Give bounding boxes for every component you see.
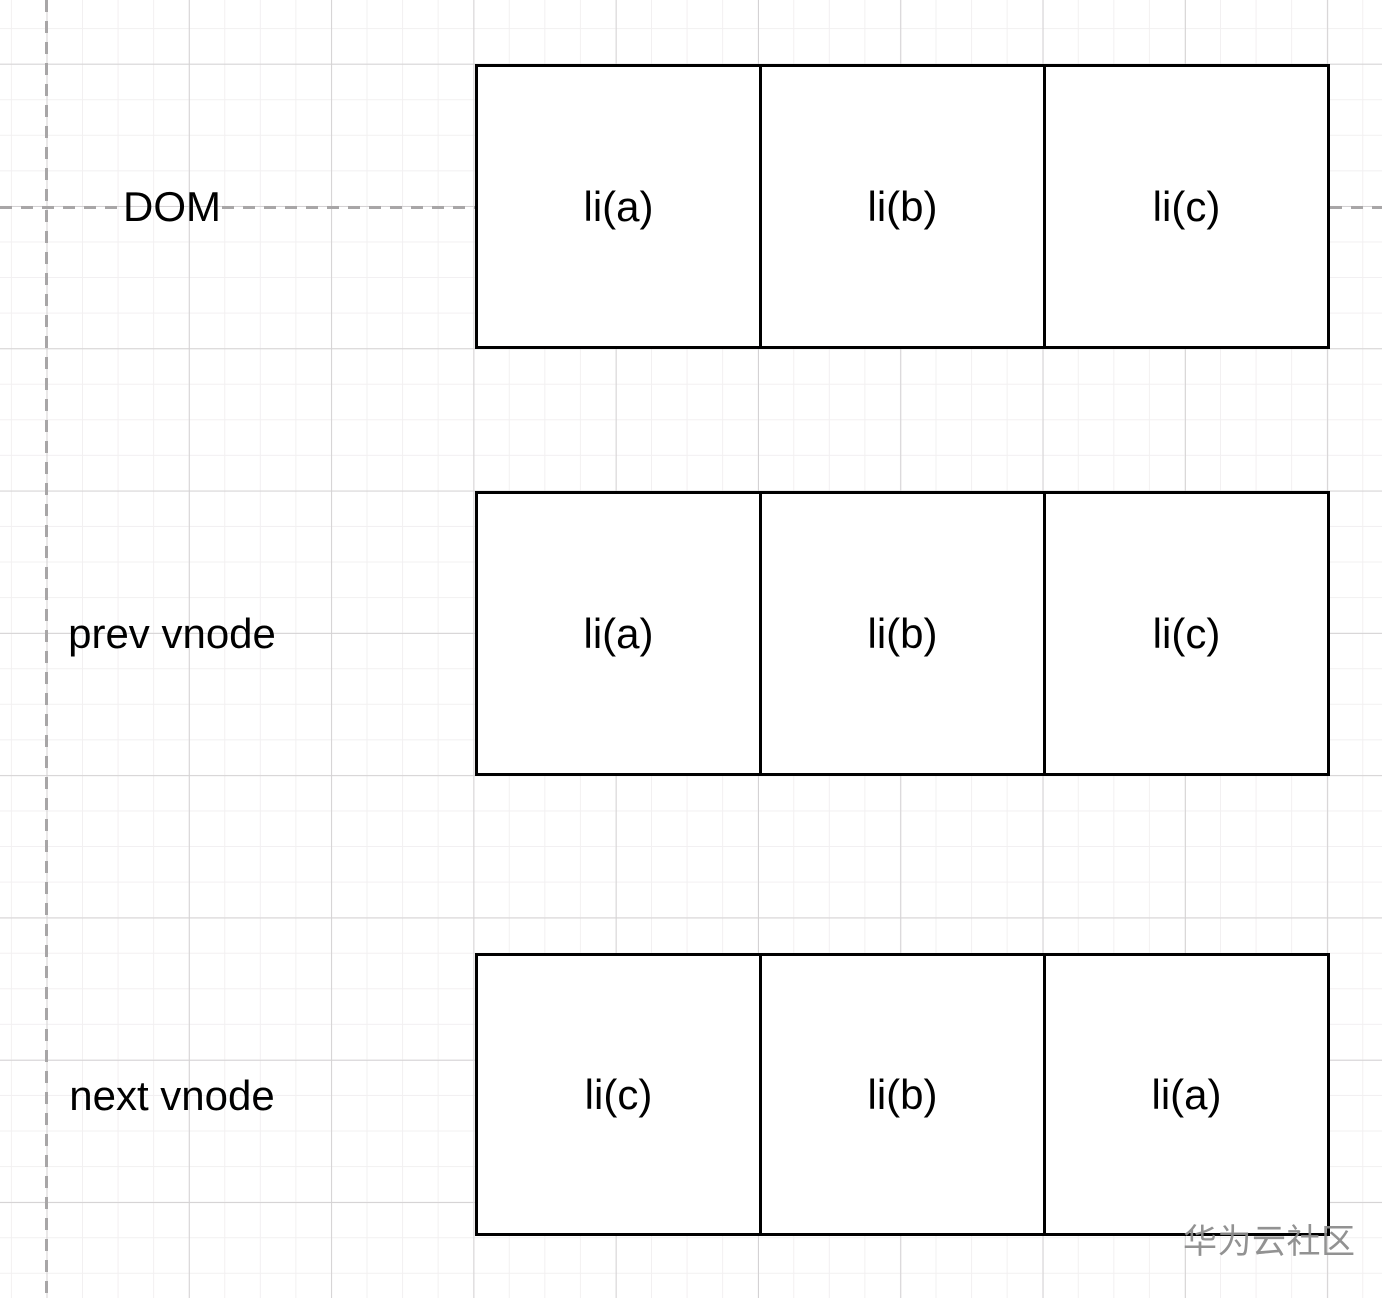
vertical-dashed-guide xyxy=(44,0,48,1298)
box-cell: li(a) xyxy=(478,67,759,346)
horizontal-dashed-guide-mid xyxy=(222,205,478,209)
dom-box-row: li(a) li(b) li(c) xyxy=(475,64,1330,349)
horizontal-dashed-guide-right xyxy=(1330,205,1382,209)
box-cell: li(a) xyxy=(1043,956,1327,1233)
box-cell: li(a) xyxy=(478,494,759,773)
box-cell: li(b) xyxy=(759,956,1043,1233)
row-label-dom: DOM xyxy=(123,182,221,230)
box-cell: li(c) xyxy=(1043,494,1327,773)
box-cell: li(c) xyxy=(478,956,759,1233)
box-cell: li(b) xyxy=(759,67,1043,346)
box-cell: li(b) xyxy=(759,494,1043,773)
watermark: 华为云社区 xyxy=(1183,1223,1356,1261)
horizontal-dashed-guide-left xyxy=(0,205,120,209)
row-label-next-vnode: next vnode xyxy=(69,1071,275,1119)
box-cell: li(c) xyxy=(1043,67,1327,346)
row-label-prev-vnode: prev vnode xyxy=(68,609,276,657)
next-vnode-box-row: li(c) li(b) li(a) xyxy=(475,953,1330,1236)
prev-vnode-box-row: li(a) li(b) li(c) xyxy=(475,491,1330,776)
